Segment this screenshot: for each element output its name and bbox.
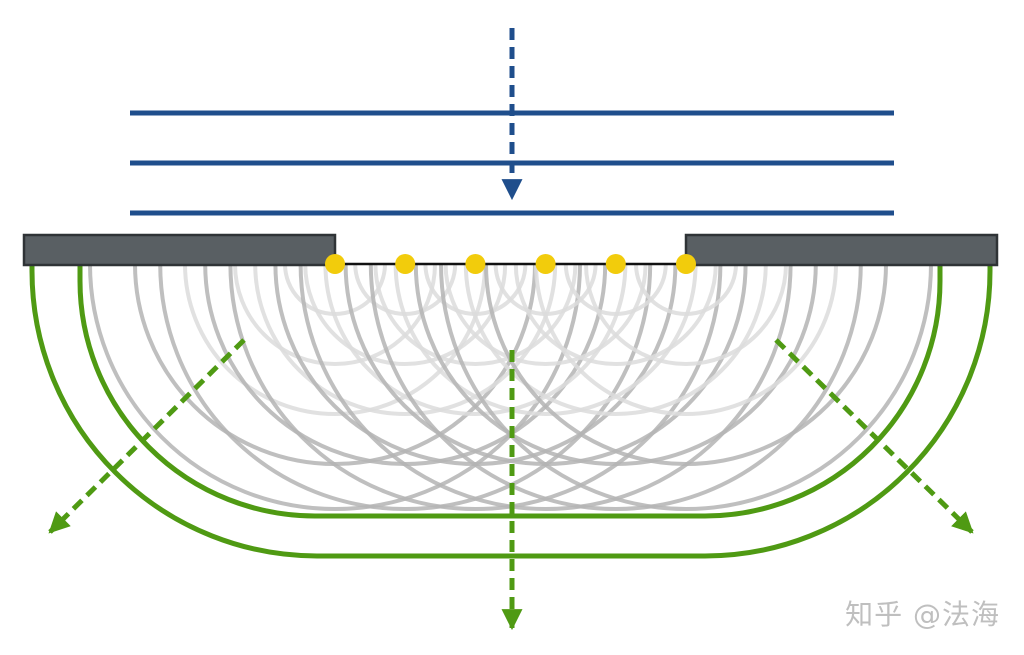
source-point xyxy=(605,254,626,274)
outgoing-arrow-right xyxy=(774,338,974,534)
source-point xyxy=(535,254,556,274)
wavelet-arc xyxy=(439,264,933,511)
wavelet-arc xyxy=(253,264,558,416)
source-point xyxy=(676,254,696,274)
wavelet-arc xyxy=(584,264,788,366)
barrier-right xyxy=(684,233,999,267)
wavelet-arc xyxy=(88,264,582,511)
wavelet-arc xyxy=(413,264,818,466)
wavelet-arc xyxy=(534,264,838,416)
wavelet-arc xyxy=(634,264,738,316)
source-point xyxy=(325,254,345,274)
outgoing-arrow-left xyxy=(48,338,246,534)
secondary-wavelets xyxy=(88,264,933,511)
wavelet-arc xyxy=(298,264,793,511)
wavelet-arc xyxy=(443,264,648,366)
source-point xyxy=(465,254,486,274)
wavelet-arc xyxy=(513,264,718,366)
wavelet-arc xyxy=(393,264,698,416)
wavelet-arc xyxy=(228,264,723,511)
wavelet-arc xyxy=(183,264,487,416)
wavelet-arc xyxy=(233,264,437,366)
diffracted-wavefronts xyxy=(29,266,993,559)
huygens-sources xyxy=(325,254,696,274)
wavelet-arc xyxy=(563,264,668,316)
wavelet-arc xyxy=(303,264,508,366)
wavelet-arc xyxy=(323,264,628,416)
wavelet-arc xyxy=(373,264,578,366)
wavelet-arc xyxy=(158,264,653,511)
watermark: 知乎 @法海 xyxy=(845,598,1000,631)
wavelet-arc xyxy=(368,264,863,511)
barrier-left xyxy=(22,233,337,267)
diffracted-wavefront xyxy=(77,266,943,519)
source-point xyxy=(395,254,416,274)
wavelet-arc xyxy=(463,264,768,416)
wavelet-arc xyxy=(484,264,888,466)
diffracted-wavefront xyxy=(29,266,993,559)
